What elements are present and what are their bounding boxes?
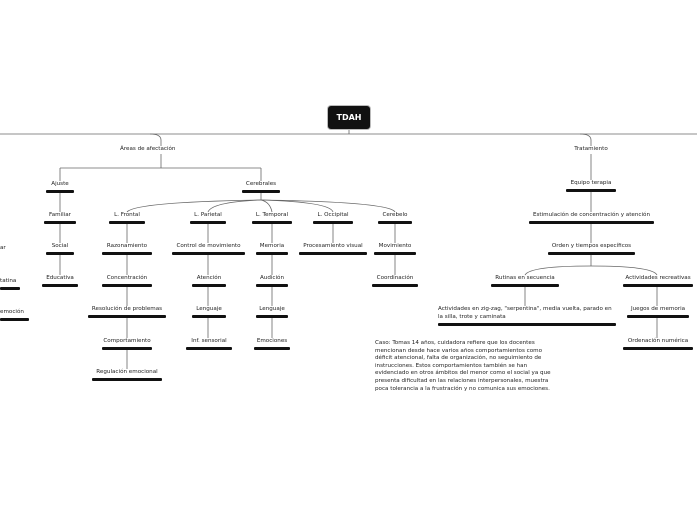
node-frontal[interactable]: L. Frontal	[109, 212, 145, 224]
node-cerebrales[interactable]: Cerebrales	[242, 181, 280, 193]
node-cerebelo[interactable]: Cerebelo	[378, 212, 412, 224]
node-actividades-zigzag[interactable]: Actividades en zig-zag, "serpentina", me…	[438, 306, 616, 326]
node-ordenacion[interactable]: Ordenación numérica	[623, 338, 693, 350]
node-sensorial[interactable]: Inf. sensorial	[186, 338, 232, 350]
node-juegos-memoria[interactable]: Juegos de memoria	[627, 306, 689, 318]
node-clipped-ar[interactable]: ar	[0, 245, 6, 251]
node-clipped-tatina[interactable]: tatina	[0, 278, 20, 290]
node-emociones[interactable]: Emociones	[254, 338, 290, 350]
node-coordinacion[interactable]: Coordinación	[372, 275, 418, 287]
node-resolucion[interactable]: Resolución de problemas	[88, 306, 166, 318]
node-estimulacion[interactable]: Estimulación de concentración y atención	[529, 212, 654, 224]
node-rutinas[interactable]: Rutinas en secuencia	[491, 275, 559, 287]
node-comportamiento[interactable]: Comportamiento	[102, 338, 152, 350]
node-temporal[interactable]: L. Temporal	[252, 212, 292, 224]
node-tratamiento[interactable]: Tratamiento	[574, 146, 608, 152]
node-orden[interactable]: Orden y tiempos específicos	[548, 243, 635, 255]
node-parietal[interactable]: L. Parietal	[190, 212, 226, 224]
node-recreativas[interactable]: Actividades recreativas	[623, 275, 693, 287]
node-control[interactable]: Control de movimiento	[172, 243, 245, 255]
node-lenguaje-parietal[interactable]: Lenguaje	[192, 306, 226, 318]
node-occipital[interactable]: L. Occipital	[313, 212, 353, 224]
node-memoria[interactable]: Memoria	[256, 243, 288, 255]
node-procesamiento[interactable]: Procesamiento visual	[299, 243, 367, 255]
root-node[interactable]: TDAH	[328, 106, 370, 129]
node-social[interactable]: Social	[46, 243, 74, 255]
node-areas[interactable]: Áreas de afectación	[120, 146, 176, 152]
node-familiar[interactable]: Familiar	[44, 212, 76, 224]
node-atencion[interactable]: Atención	[192, 275, 226, 287]
node-equipo-terapia[interactable]: Equipo terapia	[566, 180, 616, 192]
node-audicion[interactable]: Audición	[256, 275, 288, 287]
node-concentracion[interactable]: Concentración	[102, 275, 152, 287]
case-note: Caso: Tomas 14 años, cuidadora refiere q…	[375, 340, 551, 392]
node-lenguaje-temporal[interactable]: Lenguaje	[256, 306, 288, 318]
node-ajuste[interactable]: Ajuste	[46, 181, 74, 193]
node-educativa[interactable]: Educativa	[42, 275, 78, 287]
node-regulacion[interactable]: Regulación emocional	[92, 369, 162, 381]
node-razonamiento[interactable]: Razonamiento	[102, 243, 152, 255]
node-clipped-emocion[interactable]: emoción	[0, 309, 29, 321]
node-movimiento[interactable]: Movimiento	[374, 243, 416, 255]
